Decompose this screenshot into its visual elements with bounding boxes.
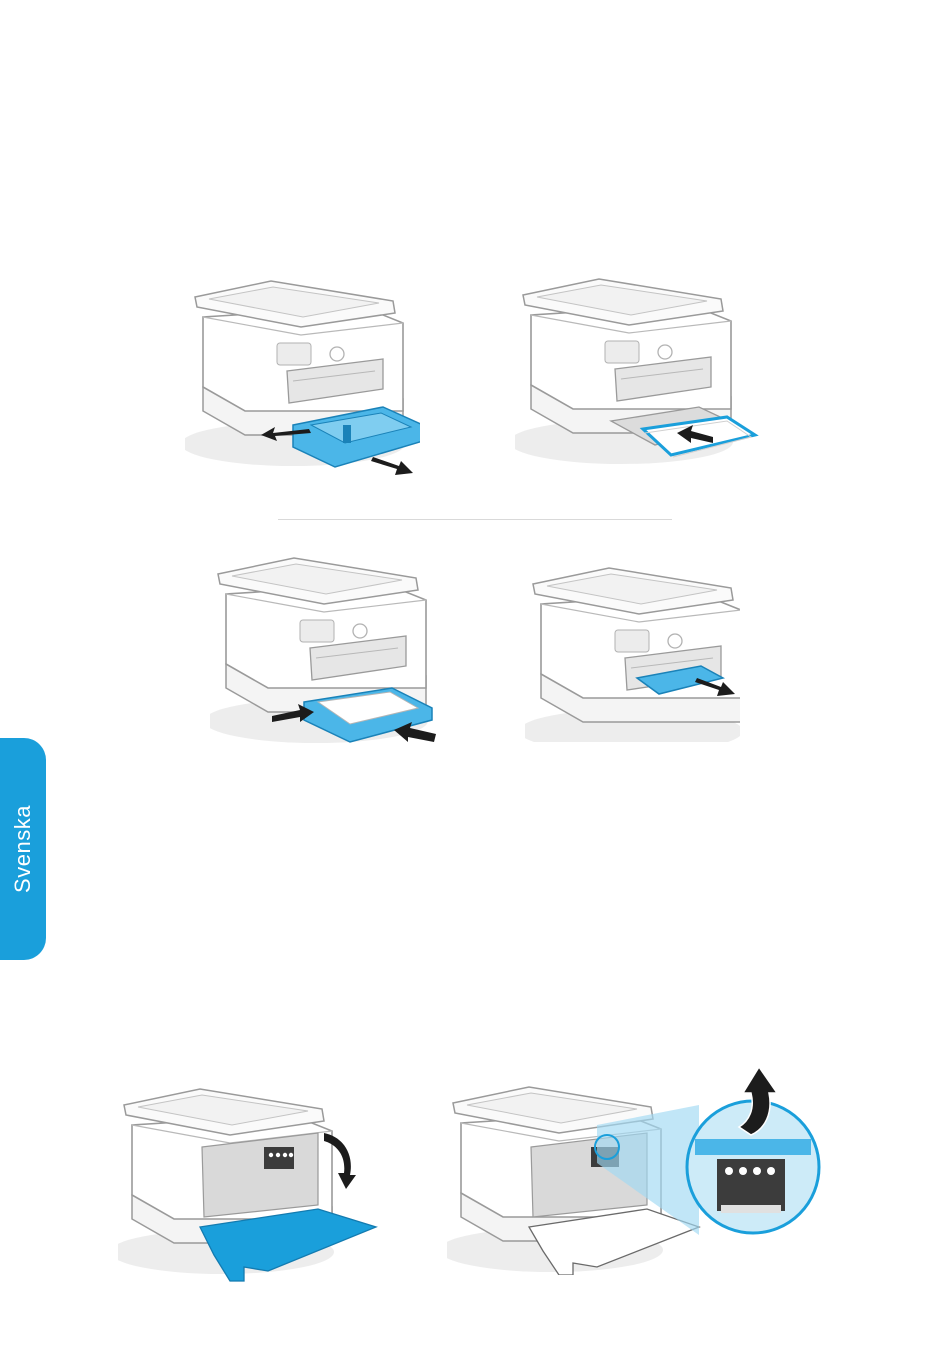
printer-close-tray xyxy=(210,552,445,757)
printer-cartridge-access-zoom xyxy=(447,1055,825,1275)
language-tab-label: Svenska xyxy=(10,805,36,893)
section-divider xyxy=(278,519,672,520)
printer-open-front-door xyxy=(118,1085,380,1285)
printer-extend-output-tray xyxy=(525,562,740,742)
printer-open-tray-extend-guides xyxy=(185,275,420,487)
printer-load-paper-in-tray xyxy=(515,273,760,473)
